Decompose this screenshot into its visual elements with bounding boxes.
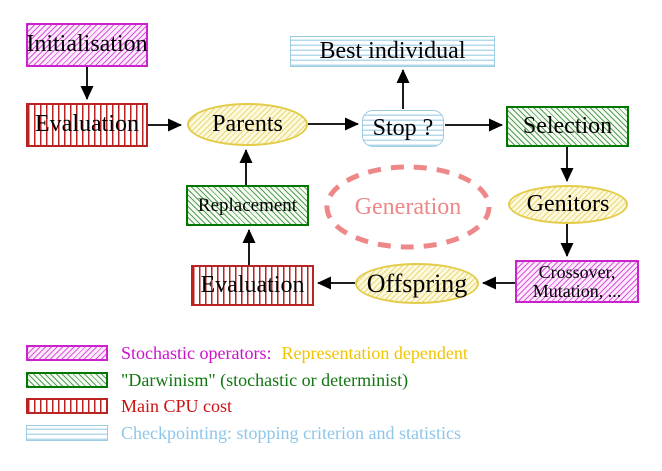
legend-row-darwinism: "Darwinism" (stochastic or determinist): [26, 369, 409, 390]
node-selection: Selection: [506, 106, 629, 147]
node-crossover-mutation: Crossover, Mutation, ...: [515, 260, 639, 303]
legend-label-main-cpu-cost: Main CPU cost: [121, 395, 233, 416]
node-parents: Parents: [187, 103, 308, 146]
legend-label-darwinism: "Darwinism" (stochastic or determinist): [121, 369, 409, 390]
node-replacement: Replacement: [186, 185, 309, 226]
legend-swatch-magenta-hatch: [26, 345, 108, 361]
legend-row-main-cpu-cost: Main CPU cost: [26, 395, 233, 416]
node-initialisation: Initialisation: [26, 23, 148, 67]
node-best-individual: Best individual: [290, 36, 495, 67]
generation-label: Generation: [354, 194, 462, 220]
node-evaluation-top: Evaluation: [26, 103, 148, 147]
legend-swatch-green-hatch: [26, 372, 108, 388]
node-evaluation-bottom: Evaluation: [191, 265, 314, 306]
legend-row-stochastic-operators: Stochastic operators: Representation dep…: [26, 342, 468, 363]
node-genitors: Genitors: [508, 185, 628, 224]
crossover-line2: Mutation, ...: [532, 280, 622, 301]
legend-label-checkpointing: Checkpointing: stopping criterion and st…: [121, 422, 461, 443]
legend-swatch-red-stripes: [26, 398, 108, 414]
legend-label-stochastic-operators: Stochastic operators:: [121, 342, 272, 363]
legend-row-checkpointing: Checkpointing: stopping criterion and st…: [26, 422, 461, 443]
crossover-line1: Crossover,: [538, 261, 616, 282]
node-stop: Stop ?: [362, 110, 444, 147]
legend-label-representation-dependent: Representation dependent: [281, 342, 468, 363]
legend-swatch-blue-stripes: [26, 425, 108, 441]
node-offspring: Offspring: [355, 263, 479, 304]
